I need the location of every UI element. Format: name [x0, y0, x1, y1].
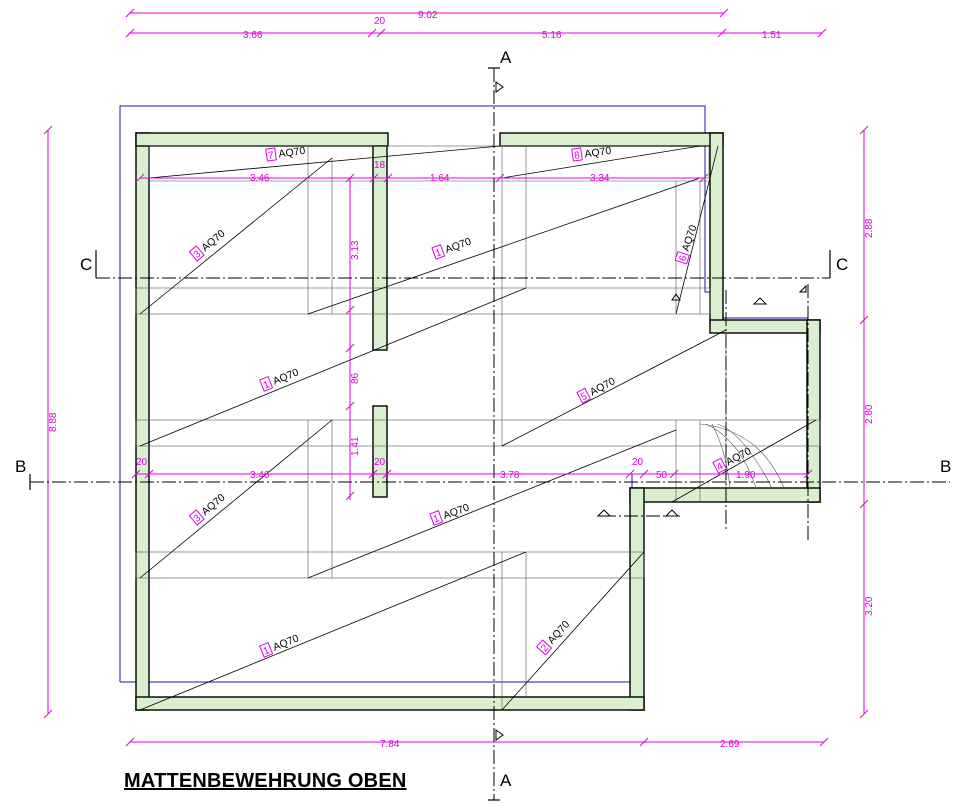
mat-type: AQ70	[278, 145, 306, 161]
mat-number-box	[535, 639, 553, 656]
dim-bottom-seg1: 7.84	[380, 739, 400, 750]
mat-number-box	[674, 250, 690, 265]
dim-mid-row-1: 20	[136, 457, 148, 468]
mat-type: AQ70	[545, 618, 572, 646]
dim-mid-row-5: 20	[632, 457, 644, 468]
dim-right-seg1: 2.88	[864, 218, 875, 238]
dim-mid-row-6: 50	[656, 470, 668, 481]
mat-type: AQ70	[588, 375, 617, 398]
mat-number-box	[188, 245, 205, 262]
bottom-dimensions: 7.84 2.69	[125, 737, 829, 750]
mat-diagonals	[139, 145, 817, 711]
mat-number-box	[571, 147, 583, 162]
mat-type: AQ70	[680, 223, 700, 252]
dim-top-seg3: 5.16	[542, 30, 562, 41]
mat-number-box	[259, 642, 274, 658]
section-c-left: C	[80, 255, 92, 274]
dim-top-total: 9.02	[418, 10, 438, 21]
dim-left-total: 8.88	[48, 412, 59, 432]
mat-number-box	[576, 387, 592, 404]
walls	[135, 132, 821, 711]
right-dimensions: 2.88 2.80 3.20	[859, 125, 875, 719]
section-c-right: C	[836, 255, 848, 274]
section-a-bottom: A	[500, 771, 512, 790]
mat-type: AQ70	[199, 227, 227, 254]
mat-number: 1	[262, 645, 272, 657]
mat-number: 1	[262, 379, 272, 391]
dim-mid-row-7: 1.90	[736, 470, 756, 481]
mat-number-box	[188, 509, 205, 526]
dim-top-seg4: 1.51	[762, 30, 782, 41]
drawing-title: MATTENBEWEHRUNG OBEN	[124, 770, 407, 792]
mat-type: AQ70	[199, 491, 227, 518]
mat-number: 4	[715, 461, 725, 474]
mat-number-box	[429, 510, 444, 526]
mat-label: 6 AQ70	[674, 223, 700, 265]
dim-top-seg1: 3.66	[243, 30, 263, 41]
dim-vert-3: 1.41	[350, 436, 361, 456]
mat-number: 6	[677, 254, 689, 263]
dim-upper-row-gap: 18	[374, 160, 386, 171]
dim-mid-row-3: 20	[374, 457, 386, 468]
section-a-top: A	[500, 48, 512, 67]
dim-top-seg2: 20	[374, 16, 386, 27]
mat-number: 8	[574, 150, 581, 162]
section-b-right: B	[940, 457, 951, 476]
dim-right-seg2: 2.80	[864, 404, 875, 424]
dim-upper-row-1: 3.46	[250, 173, 270, 184]
mat-number-box	[259, 376, 274, 392]
left-dimension: 8.88	[43, 125, 59, 719]
mat-type: AQ70	[724, 445, 753, 468]
mat-type: AQ70	[271, 366, 301, 387]
dim-bottom-seg2: 2.69	[720, 739, 740, 750]
mat-type: AQ70	[444, 235, 473, 256]
dim-mid-row-4: 3.78	[500, 470, 520, 481]
dim-mid-row-2: 3.46	[250, 470, 270, 481]
mat-number-box	[265, 147, 277, 162]
mat-type: AQ70	[584, 145, 612, 161]
dim-upper-row-2: 1.64	[430, 173, 450, 184]
section-axes: A A B B C C	[15, 48, 951, 801]
dim-right-seg3: 3.20	[864, 596, 875, 616]
mat-number: 7	[268, 150, 275, 162]
inner-dimensions: 3.46 18 1.64 3.34 20 3.46 20 3.78 20 50 …	[131, 160, 813, 501]
mat-number: 3	[192, 248, 204, 260]
mat-number: 3	[192, 512, 204, 524]
mat-number-box	[431, 244, 446, 260]
mat-number: 1	[434, 247, 443, 259]
mat-number-box	[712, 457, 728, 474]
mat-number: 2	[539, 642, 551, 654]
top-dimensions: 9.02 3.66 20 5.16 1.51	[125, 8, 827, 41]
outline-blue	[119, 105, 809, 682]
dim-vert-2: 86	[350, 372, 361, 384]
mat-type: AQ70	[442, 501, 471, 522]
dim-upper-row-3: 3.34	[590, 173, 610, 184]
mat-number: 5	[579, 391, 589, 404]
structure-lines	[135, 145, 821, 710]
section-b-left: B	[15, 457, 26, 476]
dim-vert-1: 3.13	[350, 240, 361, 260]
mat-number: 1	[432, 513, 441, 525]
